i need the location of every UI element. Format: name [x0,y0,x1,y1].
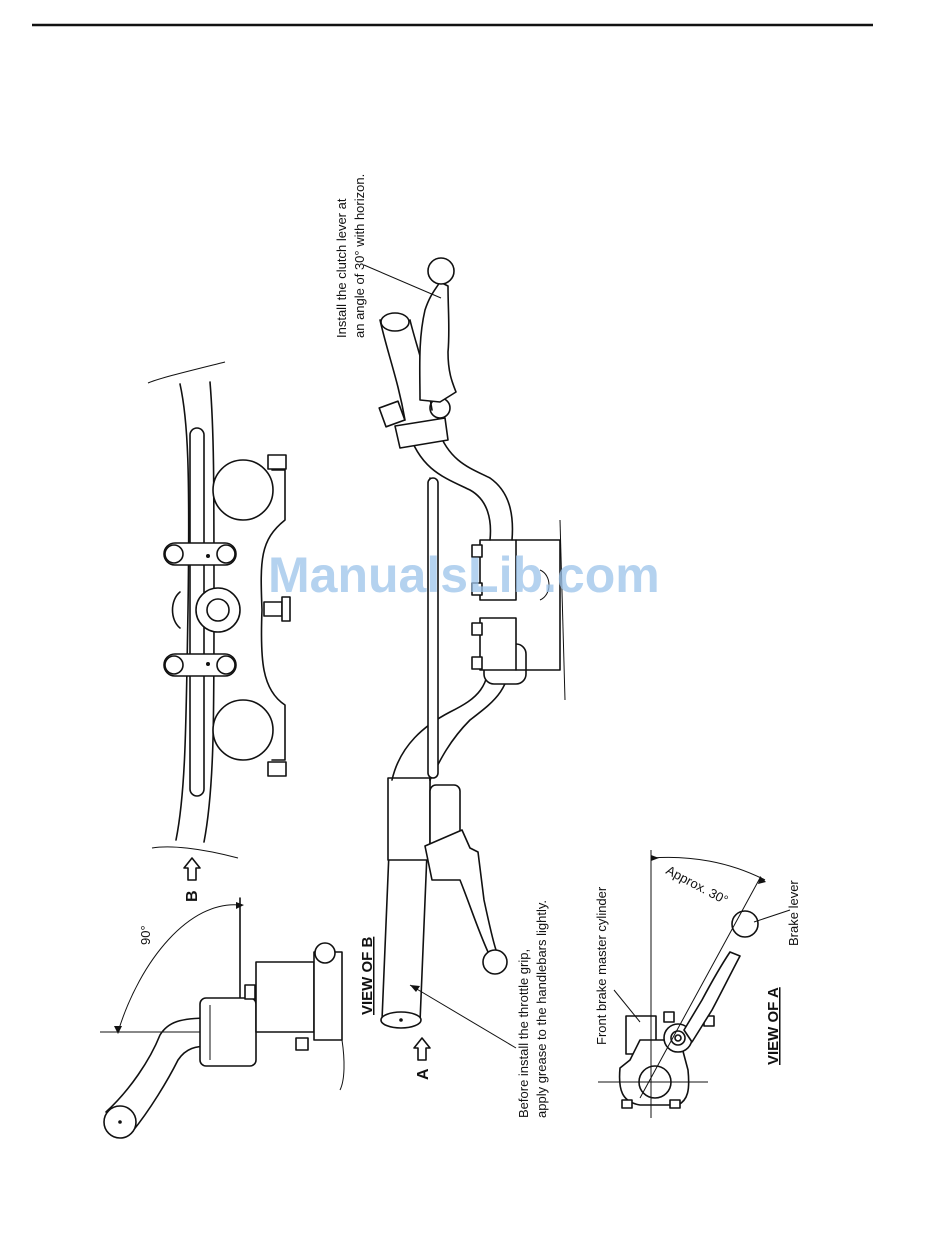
view-a-arrow: A [414,1038,432,1080]
view-of-a-title: VIEW OF A [765,987,782,1065]
front-brake-master-cylinder-label: Front brake master cylinder [594,886,609,1045]
view-of-b-drawing: 90° [100,898,344,1138]
top-bridge-view [148,362,290,858]
view-a-arrow-label: A [415,1068,432,1080]
brake-lever-label: Brake lever [786,880,801,946]
approx-30-label: Approx. 30° [664,862,731,907]
watermark: ManualsLib.com [268,547,660,603]
angle-90-label: 90° [138,925,153,945]
view-b-arrow: B [184,858,201,902]
view-of-b-title: VIEW OF B [359,937,376,1016]
clutch-note-line1: Install the clutch lever at [334,198,349,338]
throttle-note-line2: apply grease to the handlebars lightly. [534,900,549,1118]
view-b-arrow-label: B [184,890,201,902]
throttle-note-line1: Before install the throttle grip, [516,949,531,1118]
clutch-note-line2: an angle of 30° with horizon. [352,174,367,338]
